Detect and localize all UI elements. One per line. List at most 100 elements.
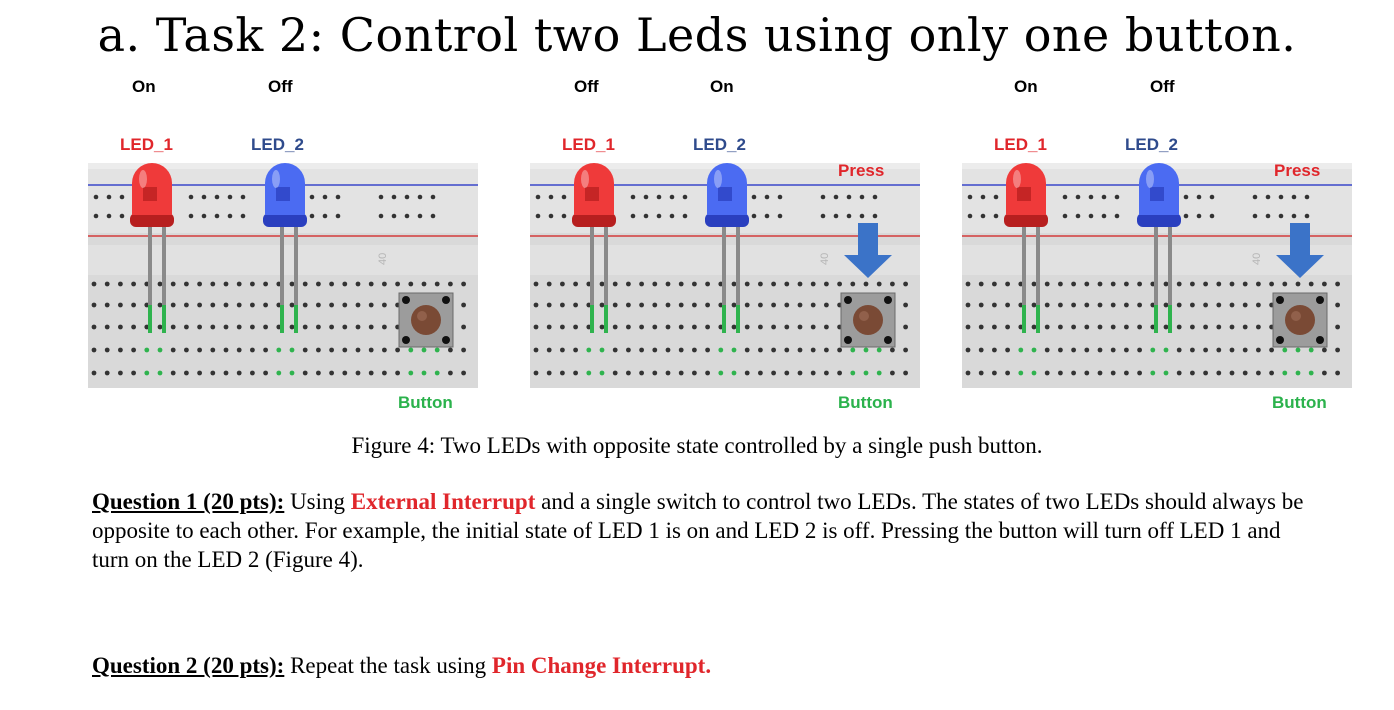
figure-caption: Figure 4: Two LEDs with opposite state c… xyxy=(351,433,1043,458)
board-hole xyxy=(824,302,829,308)
board-hole xyxy=(965,370,971,376)
board-hole xyxy=(184,281,189,287)
board-hole xyxy=(1256,347,1261,353)
board-hole xyxy=(599,281,605,287)
board-hole xyxy=(1176,347,1182,353)
board-hole xyxy=(626,347,631,353)
board-hole xyxy=(1242,281,1248,287)
board-hole xyxy=(652,347,658,353)
board-hole xyxy=(1229,370,1235,376)
rail-hole xyxy=(1265,194,1271,200)
board-hole xyxy=(434,347,440,353)
board-hole xyxy=(1110,281,1116,287)
board-hole xyxy=(1203,347,1208,353)
board-hole xyxy=(705,347,710,353)
question-2: Question 2 (20 pts): Repeat the task usi… xyxy=(92,651,1322,680)
board-hole xyxy=(1044,347,1050,353)
board-hole xyxy=(250,281,255,287)
button-cap xyxy=(411,305,441,335)
board-hole xyxy=(1335,281,1340,287)
board-hole xyxy=(1229,281,1235,287)
rail-hole xyxy=(119,194,125,200)
board-hole xyxy=(368,302,374,308)
question-1-heading: Question 1 (20 pts): xyxy=(92,489,285,514)
board-hole xyxy=(718,370,724,376)
button-pin xyxy=(884,296,892,304)
rail-hole xyxy=(1101,194,1107,200)
board-hole xyxy=(104,324,110,330)
board-hole xyxy=(1031,281,1037,287)
board-hole xyxy=(289,302,295,308)
button-pin xyxy=(884,336,892,344)
board-hole xyxy=(316,281,321,287)
board-hole xyxy=(118,370,123,376)
board-hole xyxy=(784,347,790,353)
rail-hole xyxy=(201,194,207,200)
rail-hole xyxy=(535,194,541,200)
board-hole xyxy=(118,281,123,287)
rail-hole xyxy=(240,213,246,219)
board-hole xyxy=(665,302,671,308)
button-highlight xyxy=(1291,311,1301,321)
rail-hole xyxy=(859,213,865,219)
board-hole xyxy=(1084,281,1090,287)
board-hole xyxy=(758,347,763,353)
board-hole xyxy=(1110,324,1116,330)
rail-hole xyxy=(391,194,397,200)
board-hole xyxy=(797,302,803,308)
board-hole xyxy=(965,324,971,330)
rail-hole xyxy=(417,194,423,200)
board-hole xyxy=(395,370,400,376)
board-hole xyxy=(718,347,724,353)
rail-hole xyxy=(833,213,839,219)
board-hole xyxy=(626,370,631,376)
breadboard-illustration: 40 xyxy=(88,163,478,388)
board-hole xyxy=(355,347,361,353)
button-pin xyxy=(402,336,410,344)
board-hole xyxy=(1163,281,1169,287)
press-label: Press xyxy=(1274,161,1321,180)
board-hole xyxy=(1031,324,1037,330)
board-hole xyxy=(639,370,644,376)
rail-hole xyxy=(561,213,567,219)
board-hole xyxy=(131,370,136,376)
board-hole xyxy=(329,281,334,287)
rail-hole xyxy=(214,213,220,219)
board-hole xyxy=(144,347,150,353)
board-hole xyxy=(978,347,984,353)
board-hole xyxy=(263,324,268,330)
rail-hole xyxy=(1075,194,1081,200)
rail-hole xyxy=(1183,213,1189,219)
board-hole xyxy=(1269,347,1274,353)
board-hole xyxy=(368,324,374,330)
board-hole xyxy=(639,302,644,308)
board-hole xyxy=(157,370,163,376)
board-hole xyxy=(665,324,671,330)
board-hole xyxy=(250,324,255,330)
board-hole xyxy=(382,324,387,330)
board-hole xyxy=(104,370,110,376)
board-hole xyxy=(1137,347,1142,353)
rail-hole xyxy=(322,213,328,219)
board-hole xyxy=(1176,302,1182,308)
button-label: Button xyxy=(1272,393,1327,412)
rail-hole xyxy=(1304,194,1310,200)
board-hole xyxy=(144,324,150,330)
rail-hole xyxy=(561,194,567,200)
board-hole xyxy=(1084,302,1090,308)
rail-hole xyxy=(1062,194,1068,200)
board-hole xyxy=(1308,347,1314,353)
board-hole xyxy=(626,324,631,330)
board-hole xyxy=(1097,302,1103,308)
board-hole xyxy=(599,324,605,330)
board-hole xyxy=(744,302,750,308)
rail-hole xyxy=(643,194,649,200)
board-hole xyxy=(1058,281,1063,287)
board-hole xyxy=(1005,370,1010,376)
board-hole xyxy=(784,302,790,308)
board-hole xyxy=(448,347,453,353)
board-hole xyxy=(276,370,282,376)
rail-hole xyxy=(1088,194,1094,200)
board-hole xyxy=(612,302,618,308)
board-hole xyxy=(223,370,229,376)
